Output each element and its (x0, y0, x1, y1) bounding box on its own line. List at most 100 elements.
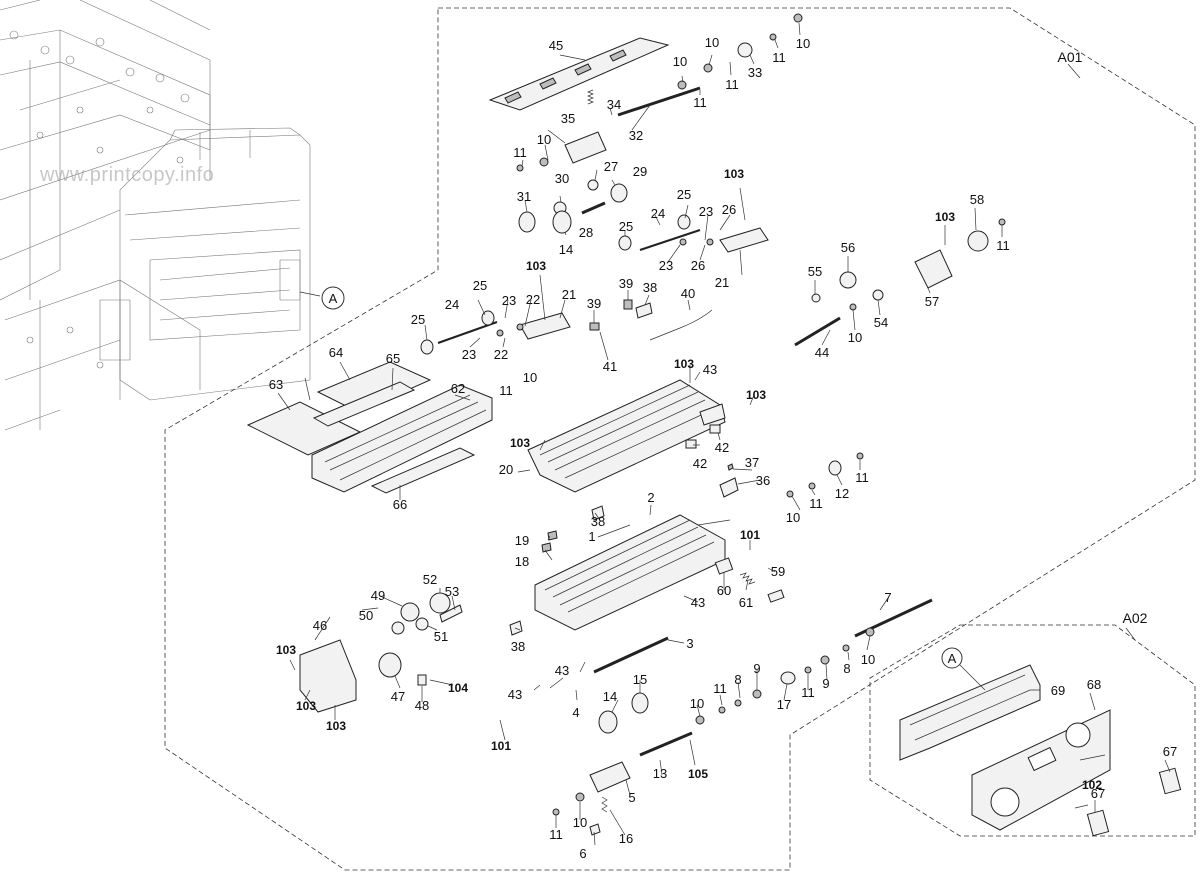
part-label-12: 12 (835, 486, 849, 501)
part-label-10d: 10 (796, 36, 810, 51)
callout-a2-circle (941, 647, 963, 669)
part-label-23d: 23 (462, 347, 476, 362)
part-label-14b: 14 (603, 689, 617, 704)
part-label-57: 57 (925, 294, 939, 309)
part-label-20: 20 (499, 462, 513, 477)
part-label-35: 35 (561, 111, 575, 126)
part-label-10f: 10 (523, 370, 537, 385)
part-label-10c: 10 (673, 54, 687, 69)
part-label-104: 104 (448, 681, 468, 695)
part-68-rear-panel (971, 709, 1111, 831)
part-label-15: 15 (633, 672, 647, 687)
part-label-65: 65 (386, 351, 400, 366)
part-label-67a: 67 (1163, 744, 1177, 759)
watermark-text: www.printcopy.info (39, 164, 214, 186)
part-label-9b: 9 (753, 661, 760, 676)
part-label-103d: 103 (746, 388, 766, 402)
part-label-25b: 25 (619, 219, 633, 234)
part-label-60: 60 (717, 583, 731, 598)
part-2-frame (534, 514, 726, 631)
part-label-62: 62 (451, 381, 465, 396)
part-label-23a: 23 (699, 204, 713, 219)
part-label-24b: 24 (445, 297, 459, 312)
part-label-103c: 103 (674, 357, 694, 371)
part-label-66: 66 (393, 497, 407, 512)
part-label-29: 29 (633, 164, 647, 179)
part-label-38c: 38 (511, 639, 525, 654)
part-label-37: 37 (745, 455, 759, 470)
part-label-10g: 10 (786, 510, 800, 525)
part-label-68: 68 (1087, 677, 1101, 692)
part-label-43a: 43 (703, 362, 717, 377)
part-label-32: 32 (629, 128, 643, 143)
part-label-11b: 11 (725, 77, 739, 92)
part-label-8a: 8 (843, 661, 850, 676)
part-label-11d: 11 (772, 50, 786, 65)
part-label-43d: 43 (508, 687, 522, 702)
part-label-51: 51 (434, 629, 448, 644)
part-label-42a: 42 (715, 440, 729, 455)
part-label-10i: 10 (690, 696, 704, 711)
part-label-8b: 8 (734, 672, 741, 687)
part-label-23b: 23 (659, 258, 673, 273)
part-label-48: 48 (415, 698, 429, 713)
part-label-25d: 25 (411, 312, 425, 327)
callout-a2-label: A (948, 651, 957, 666)
group-a01-label: A01 (1058, 49, 1083, 65)
part-label-25c: 25 (473, 278, 487, 293)
part-label-53: 53 (445, 584, 459, 599)
part-label-101a: 101 (740, 528, 760, 542)
part-label-25a: 25 (677, 187, 691, 202)
part-label-11k: 11 (549, 827, 563, 842)
part-label-11c: 11 (693, 95, 707, 110)
part-label-13: 13 (653, 766, 667, 781)
part-label-11g: 11 (855, 470, 869, 485)
part-label-10h: 10 (861, 652, 875, 667)
part-label-22a: 22 (526, 292, 540, 307)
part-label-31: 31 (517, 189, 531, 204)
part-label-54: 54 (874, 315, 888, 330)
part-label-45: 45 (549, 38, 563, 53)
part-label-39a: 39 (587, 296, 601, 311)
part-69-cover (899, 664, 1041, 761)
part-label-38b: 38 (591, 514, 605, 529)
part-label-27: 27 (604, 159, 618, 174)
part-label-19: 19 (515, 533, 529, 548)
part-label-22b: 22 (494, 347, 508, 362)
part-label-2: 2 (647, 490, 654, 505)
part-label-10e: 10 (848, 330, 862, 345)
part-label-105: 105 (688, 767, 708, 781)
part-label-5: 5 (628, 790, 635, 805)
part-label-21b: 21 (562, 287, 576, 302)
part-label-38a: 38 (643, 280, 657, 295)
part-label-26b: 26 (691, 258, 705, 273)
part-label-9a: 9 (822, 676, 829, 691)
part-label-6: 6 (579, 846, 586, 861)
part-label-14a: 14 (559, 242, 573, 257)
part-label-55: 55 (808, 264, 822, 279)
part-label-101b: 101 (491, 739, 511, 753)
part-label-10b: 10 (705, 35, 719, 50)
part-label-49: 49 (371, 588, 385, 603)
callout-a-label: A (329, 291, 338, 306)
part-label-24a: 24 (651, 206, 665, 221)
part-label-17: 17 (777, 697, 791, 712)
part-label-39b: 39 (619, 276, 633, 291)
part-label-50: 50 (359, 608, 373, 623)
group-a02-label: A02 (1123, 610, 1148, 626)
part-label-52: 52 (423, 572, 437, 587)
part-label-59: 59 (771, 564, 785, 579)
part-label-11j: 11 (713, 681, 727, 696)
part-label-11f: 11 (499, 383, 513, 398)
part-label-3: 3 (686, 636, 693, 651)
part-label-11e: 11 (996, 238, 1010, 253)
part-label-11a: 11 (513, 145, 527, 160)
part-label-11h: 11 (809, 496, 823, 511)
leader-lines (277, 22, 1171, 846)
part-label-36: 36 (756, 473, 770, 488)
part-label-103g: 103 (276, 643, 296, 657)
part-label-63: 63 (269, 377, 283, 392)
part-45-upper-guide (488, 37, 670, 111)
printer-frame-illustration (0, 0, 311, 431)
part-label-1: 1 (588, 529, 595, 544)
